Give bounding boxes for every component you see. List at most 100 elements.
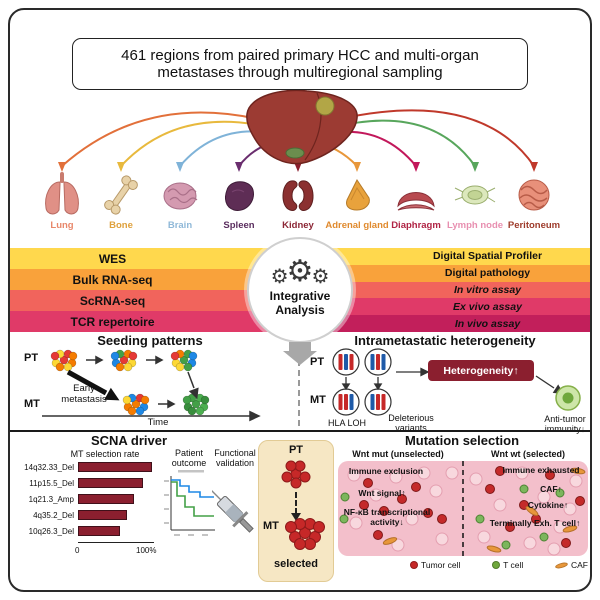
caf-up-label: CAF↑ (540, 484, 562, 494)
seeding-title: Seeding patterns (97, 333, 203, 348)
integrative-analysis-hub: ⚙⚙⚙ Integrative Analysis (247, 237, 353, 343)
lymph-node-icon (454, 185, 496, 205)
hetero-mt-label: MT (310, 394, 326, 406)
gear-icon: ⚙ (311, 266, 330, 288)
flow-mt-label: MT (263, 520, 279, 532)
wnt-signal-label: Wnt signal↑ (358, 488, 406, 498)
organ-adrenal: Adrenal gland (325, 170, 389, 246)
deleterious-variants-label: Deleterious variants (388, 413, 434, 434)
adrenal-gland-icon (346, 179, 370, 211)
immune-exhausted-label: Immune exhausted (502, 465, 580, 475)
organ-label: Peritoneum (507, 220, 561, 231)
assay-wes: WES (10, 248, 300, 269)
integrative-label-2: Analysis (275, 303, 325, 318)
t-cell-dot (492, 561, 501, 569)
scna-bar-track (78, 526, 154, 536)
scna-bar (78, 526, 120, 536)
assay-label: Ex vivo assay (453, 300, 522, 313)
legend-label: T cell (503, 560, 524, 570)
organ-spleen: Spleen (210, 170, 268, 246)
figure-title: 461 regions from paired primary HCC and … (72, 38, 528, 90)
tumor-cell-dot (410, 561, 418, 569)
wnt-wt-header: Wnt wt (selected) (490, 449, 565, 459)
anti-tumor-immunity-label: Anti-tumor immunity↓ (544, 414, 586, 435)
assay-in-vivo: In vivo assay (300, 315, 590, 332)
organ-label: Diaphragm (391, 220, 441, 231)
assay-ex-vivo: Ex vivo assay (300, 298, 590, 316)
seeding-diagram (42, 349, 261, 422)
assay-stripes-left: WES Bulk RNA-seq ScRNA-seq TCR repertoir… (10, 248, 300, 332)
early-metastasis-label: Early metastasis (61, 383, 107, 405)
selection-arrow (295, 492, 297, 514)
diaphragm-icon (397, 192, 435, 211)
scna-bar (78, 494, 135, 504)
assay-label: In vivo assay (454, 317, 521, 330)
wnt-mut-header: Wnt mut (unselected) (352, 449, 444, 459)
scna-title: SCNA driver (90, 433, 168, 448)
scna-gene-label: 10q26.3_Del (28, 527, 74, 536)
cytokine-up-label: Cytokine↑ (527, 500, 569, 510)
legend-label: Tumor cell (421, 560, 461, 570)
mt-tumor-cluster (285, 518, 325, 550)
assay-label: WES (98, 251, 127, 266)
immune-exclusion-label: Immune exclusion (348, 466, 424, 476)
gear-icon: ⚙ (270, 266, 289, 288)
assay-label: Bulk RNA-seq (72, 272, 153, 287)
assay-label: Digital pathology (444, 267, 531, 280)
tissue-legend: Tumor cell T cell CAF (410, 560, 588, 570)
assay-scrna: ScRNA-seq (10, 290, 300, 311)
scna-gene-label: 1q21.3_Amp (28, 495, 74, 504)
peritoneum-icon (518, 179, 550, 211)
bone-icon (104, 175, 138, 215)
legend-caf: CAF (554, 560, 588, 570)
terminally-exh-tcell-label: Terminally Exh. T cell↑ (489, 518, 581, 528)
scna-gene-label: 14q32.33_Del (24, 463, 74, 472)
liver-icon (246, 89, 358, 165)
assay-dsp: Digital Spatial Profiler (300, 248, 590, 265)
scna-bar-track (78, 478, 154, 488)
scna-axis (78, 542, 154, 543)
pt-tumor-cluster (281, 460, 311, 489)
seeding-pt-label: PT (24, 352, 39, 364)
assay-digital-pathology: Digital pathology (300, 264, 590, 282)
scna-bar-track (78, 462, 154, 472)
organ-bone: Bone (92, 170, 150, 246)
assay-stripes-right: Digital Spatial Profiler Digital patholo… (300, 248, 590, 332)
gears-icon: ⚙⚙⚙ (271, 245, 330, 289)
scna-gene-label: 4q35.2_Del (33, 511, 74, 520)
selection-arrow-head (291, 513, 301, 521)
kidney-icon (282, 180, 314, 211)
brain-icon (163, 182, 198, 210)
assay-label: ScRNA-seq (79, 293, 146, 308)
organ-label: Lung (50, 220, 74, 231)
mid-divider (298, 360, 300, 426)
mutation-title: Mutation selection (404, 433, 520, 448)
assay-label: Digital Spatial Profiler (432, 250, 543, 263)
scna-axis-max: 100% (136, 546, 157, 555)
organ-diaphragm: Diaphragm (387, 170, 445, 246)
mt-selection-rate-label: MT selection rate (70, 449, 140, 459)
lung-icon (45, 172, 79, 215)
organ-label: Bone (109, 220, 133, 231)
syringe-icon (212, 489, 254, 533)
heterogeneity-badge: Heterogeneity↑ (428, 360, 534, 381)
scna-bar (78, 462, 152, 472)
organ-kidney: Kidney (269, 170, 327, 246)
assay-label: TCR repertoire (70, 314, 155, 329)
scna-bar-track (78, 494, 154, 504)
gear-icon: ⚙ (286, 255, 314, 288)
down-arrow-icon (289, 342, 311, 351)
figure-frame (8, 8, 592, 592)
organ-label: Brain (167, 220, 193, 231)
organ-label: Spleen (223, 220, 255, 231)
legend-tumor-cell: Tumor cell (410, 560, 460, 570)
time-label: Time (147, 417, 169, 428)
flow-pt-label: PT (288, 444, 304, 456)
nfkb-activity-label: NF-κB transcriptional activity↓ (343, 507, 431, 527)
scna-gene-label: 11p15.5_Del (29, 479, 74, 488)
down-arrow-icon (283, 351, 317, 365)
legend-label: CAF (570, 560, 588, 570)
assay-tcr: TCR repertoire (10, 311, 300, 332)
assay-bulk-rna: Bulk RNA-seq (10, 269, 300, 290)
